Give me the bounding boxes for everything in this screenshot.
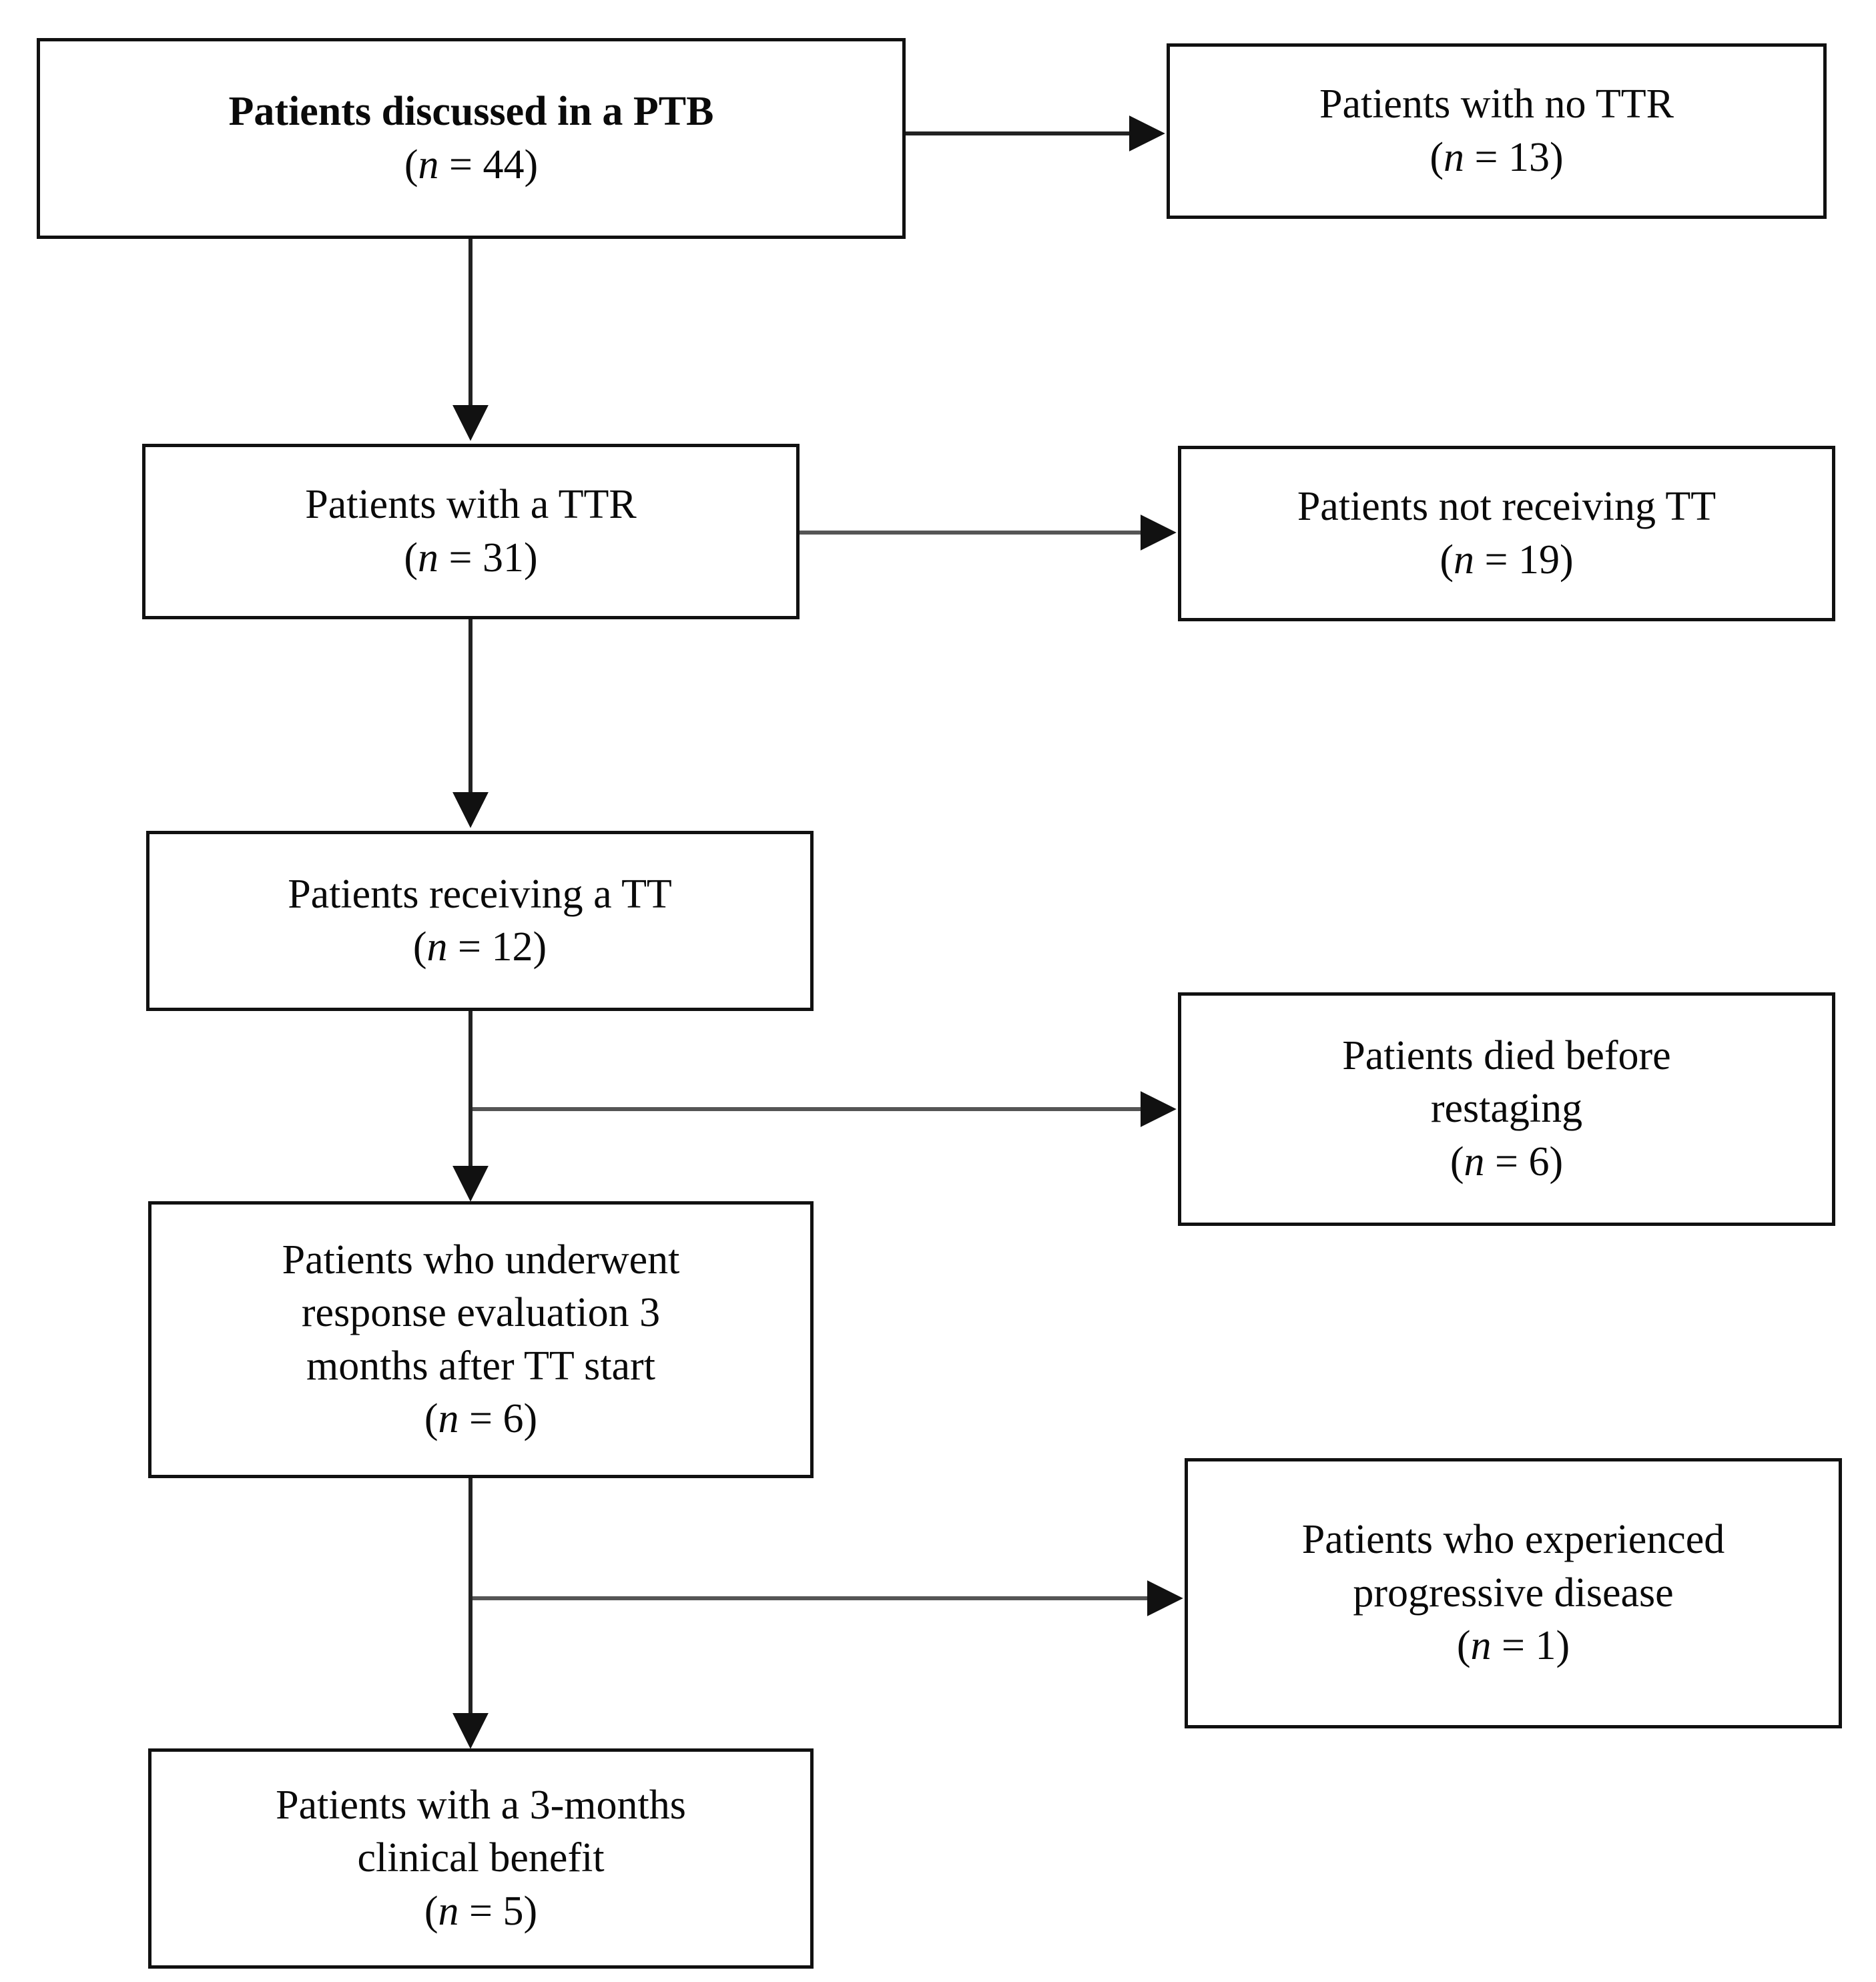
node-patients-with-no-ttr[interactable]: Patients with no TTR (n = 13): [1167, 43, 1827, 219]
node-label-line: Patients who experienced: [1301, 1517, 1725, 1563]
node-count: (n = 6): [424, 1395, 538, 1441]
node-label-line: restaging: [1430, 1086, 1583, 1132]
node-count: (n = 13): [1430, 134, 1564, 180]
node-label-line: Patients with no TTR: [1319, 81, 1674, 127]
node-label-line: response evaluation 3: [301, 1290, 661, 1336]
node-count: (n = 31): [404, 535, 538, 581]
node-patients-with-a-ttr[interactable]: Patients with a TTR (n = 31): [142, 444, 800, 619]
node-label-line: Patients with a 3-months: [276, 1782, 686, 1828]
node-count: (n = 44): [404, 141, 539, 188]
node-count: (n = 1): [1456, 1623, 1570, 1669]
node-patients-clinical-benefit[interactable]: Patients with a 3-months clinical benefi…: [148, 1748, 814, 1969]
node-label-line: months after TT start: [306, 1343, 655, 1389]
node-patients-not-receiving-tt[interactable]: Patients not receiving TT (n = 19): [1178, 446, 1835, 621]
node-label-line: Patients with a TTR: [305, 482, 637, 528]
node-patients-response-evaluation[interactable]: Patients who underwent response evaluati…: [148, 1201, 814, 1478]
node-patients-discussed-in-ptb[interactable]: Patients discussed in a PTB (n = 44): [37, 38, 906, 239]
node-label-line: Patients who underwent: [282, 1237, 680, 1283]
node-count: (n = 6): [1450, 1138, 1564, 1185]
node-label-line: clinical benefit: [357, 1835, 605, 1881]
node-count: (n = 12): [412, 924, 547, 970]
node-label-line: progressive disease: [1353, 1570, 1674, 1616]
node-patients-died-before-restaging[interactable]: Patients died before restaging (n = 6): [1178, 992, 1835, 1226]
node-patients-receiving-a-tt[interactable]: Patients receiving a TT (n = 12): [146, 831, 814, 1011]
node-label-line: Patients receiving a TT: [288, 871, 672, 917]
node-label-line: Patients not receiving TT: [1297, 484, 1716, 530]
node-count: (n = 5): [424, 1888, 538, 1934]
node-count: (n = 19): [1440, 537, 1574, 583]
node-label-line: Patients discussed in a PTB: [228, 89, 714, 135]
node-label-line: Patients died before: [1342, 1032, 1671, 1078]
node-patients-progressive-disease[interactable]: Patients who experienced progressive dis…: [1185, 1458, 1842, 1728]
